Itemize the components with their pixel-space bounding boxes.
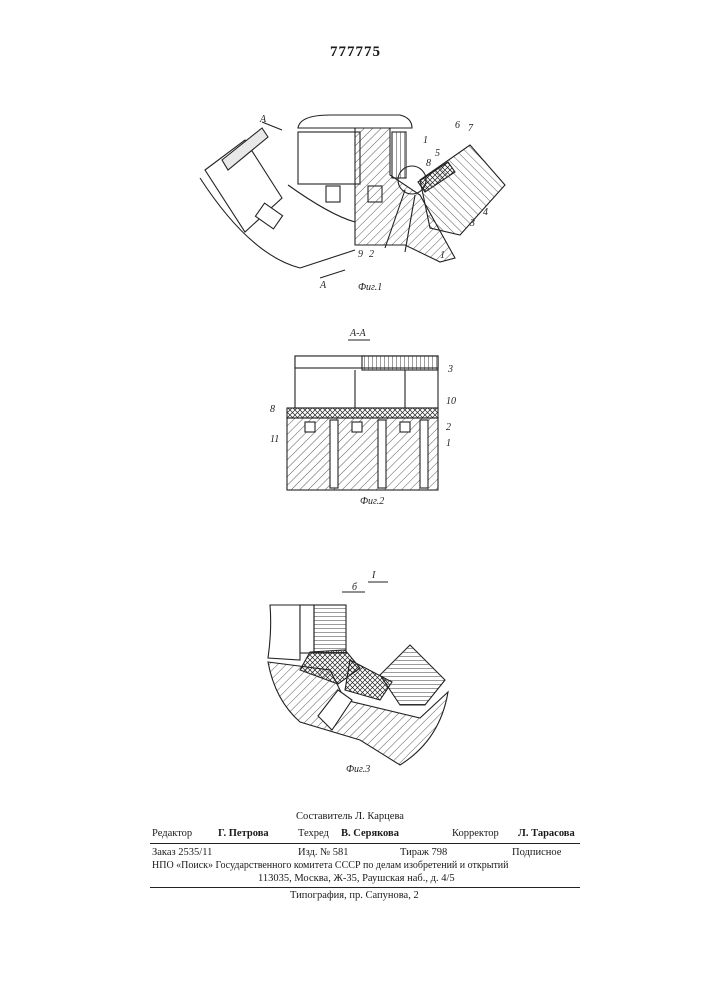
fig1-label: 1 bbox=[423, 135, 428, 146]
editor-name: Г. Петрова bbox=[218, 828, 269, 839]
figure-2 bbox=[287, 340, 438, 490]
footer-rule-bottom bbox=[150, 887, 580, 888]
fig2-label: 11 bbox=[270, 434, 279, 445]
fig2-label: 10 bbox=[446, 396, 456, 407]
tirazh: Тираж 798 bbox=[400, 847, 447, 858]
fig1-label: 8 bbox=[426, 158, 431, 169]
techred-name: В. Серякова bbox=[341, 828, 399, 839]
figure-3 bbox=[268, 582, 448, 765]
printer-line: Типография, пр. Сапунова, 2 bbox=[290, 890, 419, 901]
fig2-caption: Фиг.2 bbox=[360, 496, 384, 507]
fig1-label: 7 bbox=[468, 123, 474, 134]
fig2-title: А-А bbox=[349, 328, 366, 339]
fig3-title: I bbox=[371, 570, 376, 581]
corrector-name: Л. Тарасова bbox=[518, 828, 575, 839]
fig2-label: 3 bbox=[447, 364, 453, 375]
compiler-line: Составитель Л. Карцева bbox=[296, 811, 404, 822]
fig1-section-mark-top: А bbox=[259, 114, 267, 125]
fig1-label: 3 bbox=[469, 218, 475, 229]
fig1-label: 6 bbox=[455, 120, 460, 131]
footer-rule bbox=[150, 843, 580, 844]
fig1-caption: Фиг.1 bbox=[358, 282, 382, 293]
fig2-label: 1 bbox=[446, 438, 451, 449]
editor-label: Редактор bbox=[152, 828, 192, 839]
fig1-section-mark-bottom: А bbox=[319, 280, 327, 291]
fig2-label: 8 bbox=[270, 404, 275, 415]
fig1-label: 1 bbox=[440, 250, 445, 261]
org-line: НПО «Поиск» Государственного комитета СС… bbox=[152, 860, 509, 871]
corrector-label: Корректор bbox=[452, 828, 499, 839]
fig3-dimension: б bbox=[352, 582, 358, 593]
fig2-label: 2 bbox=[446, 422, 451, 433]
fig1-label: 2 bbox=[369, 249, 374, 260]
fig1-label: 9 bbox=[358, 249, 363, 260]
izd-number: Изд. № 581 bbox=[298, 847, 349, 858]
fig1-label: 5 bbox=[435, 148, 440, 159]
subscription: Подписное bbox=[512, 847, 561, 858]
fig3-caption: Фиг.3 bbox=[346, 764, 370, 775]
address-line: 113035, Москва, Ж-35, Раушская наб., д. … bbox=[258, 873, 455, 884]
fig1-label: 4 bbox=[483, 207, 488, 218]
order-number: Заказ 2535/11 bbox=[152, 847, 212, 858]
techred-label: Техред bbox=[298, 828, 329, 839]
figure-1 bbox=[200, 115, 505, 278]
